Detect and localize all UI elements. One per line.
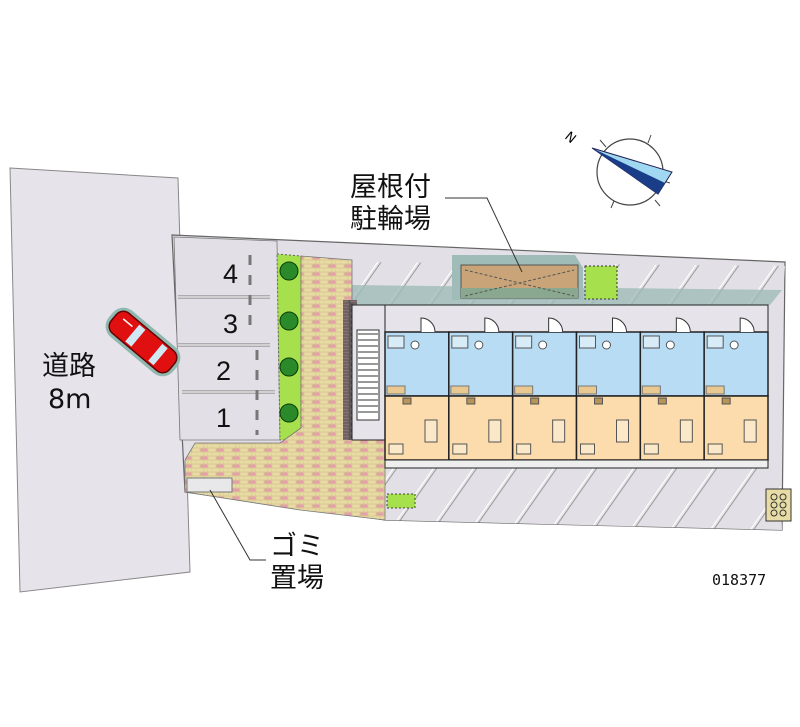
- apartment-unit: [384, 317, 450, 468]
- lower-parking-strip: [385, 465, 782, 530]
- apartment-unit: [639, 317, 705, 468]
- compass-north-label: N: [561, 129, 578, 147]
- planting-area: [584, 265, 618, 300]
- property-code: 018377: [712, 571, 766, 589]
- apartment-units: [384, 317, 769, 468]
- apartment-unit: [448, 317, 514, 468]
- tree-icons: [279, 261, 299, 423]
- hedge: [276, 253, 302, 441]
- road-width: 8m: [48, 384, 91, 415]
- parking-space-3: 3: [223, 309, 238, 339]
- bike-shelter-label-2: 駐輪場: [350, 204, 431, 235]
- parking-space-1: 1: [216, 403, 231, 433]
- compass-icon: N: [561, 129, 673, 209]
- parking-space-4: 4: [223, 259, 238, 289]
- leader-line: [209, 489, 266, 561]
- apartment-unit: [575, 317, 642, 468]
- bike-shelter-label-1: 屋根付: [350, 172, 431, 203]
- leader-line: [445, 197, 523, 273]
- garbage-label-2: 置場: [270, 563, 324, 594]
- apartment-unit: [703, 317, 769, 468]
- road-area: [9, 167, 191, 593]
- garbage-area: [186, 477, 233, 493]
- road-label: 道路: [42, 351, 96, 382]
- parking-space-2: 2: [216, 356, 231, 386]
- corridor: [384, 304, 769, 333]
- meter-box: [765, 488, 792, 522]
- car-icon: [105, 307, 181, 377]
- apartment-unit: [511, 317, 578, 468]
- garbage-label-1: ゴミ: [270, 531, 324, 562]
